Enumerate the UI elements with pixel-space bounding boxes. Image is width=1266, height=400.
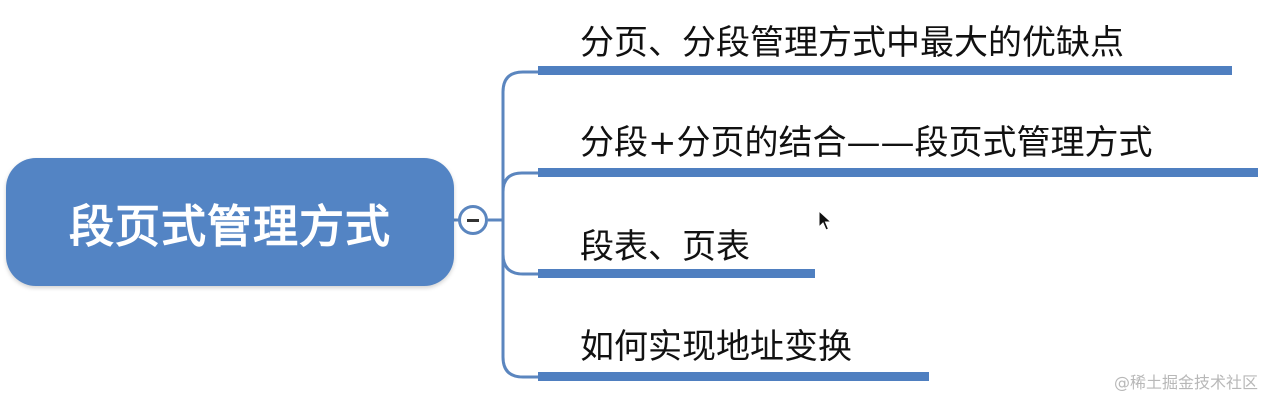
connector-branch-2: [501, 171, 540, 193]
branch-underline-1: [538, 66, 1232, 75]
watermark: @稀土掘金技术社区: [1113, 373, 1258, 392]
connector-branch-3: [501, 253, 540, 276]
branch-label-2[interactable]: 分段+分页的结合——段页式管理方式: [580, 123, 1153, 163]
root-label: 段页式管理方式: [68, 199, 391, 253]
branch-label-4[interactable]: 如何实现地址变换: [580, 327, 852, 367]
minus-icon: [467, 219, 479, 222]
collapse-toggle-button[interactable]: [458, 205, 488, 235]
branch-underline-3: [538, 269, 815, 278]
connector-branch-1: [501, 70, 540, 93]
branch-label-3[interactable]: 段表、页表: [580, 227, 750, 267]
branch-underline-2: [538, 168, 1258, 177]
branch-label-1[interactable]: 分页、分段管理方式中最大的优缺点: [580, 23, 1124, 63]
mouse-pointer-icon: [818, 210, 832, 231]
branch-underline-4: [538, 372, 929, 381]
root-node[interactable]: 段页式管理方式: [6, 158, 454, 286]
connector-branch-4: [501, 356, 540, 379]
